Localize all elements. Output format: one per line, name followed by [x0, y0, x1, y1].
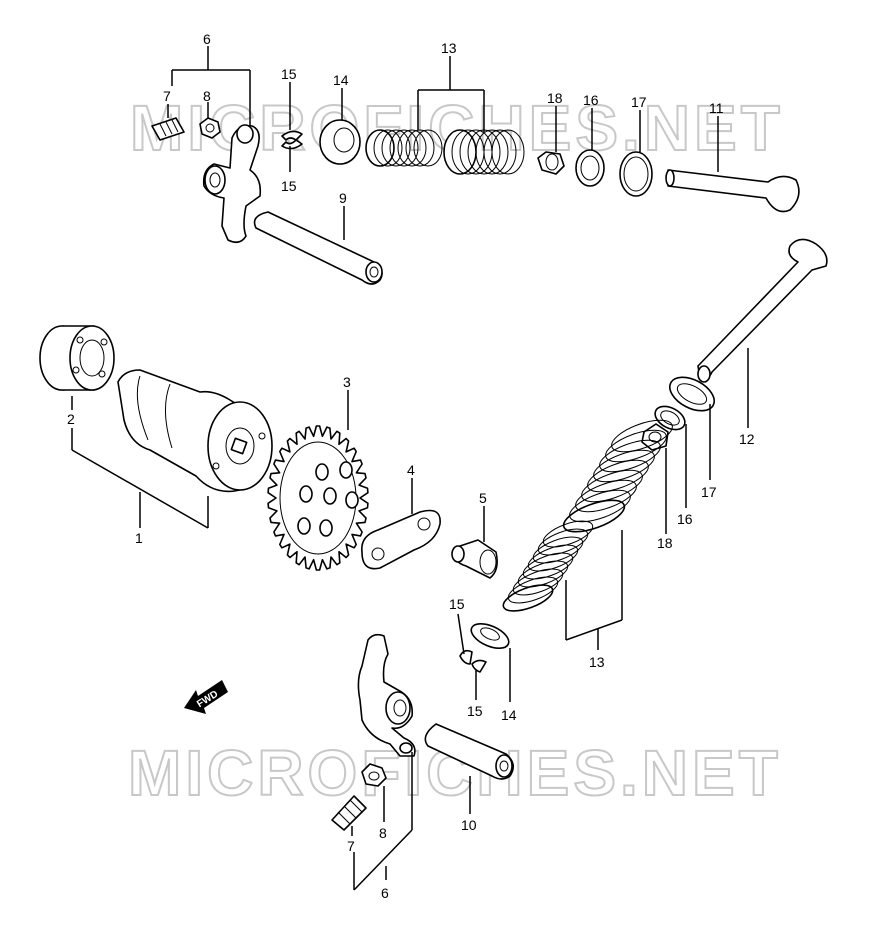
- spring-washer-top: [619, 151, 653, 197]
- callout-10: 10: [461, 817, 477, 833]
- intake-valve: [697, 238, 828, 383]
- spring-retainer-top: [319, 119, 361, 165]
- callout-3: 3: [343, 374, 351, 390]
- camshaft: [117, 369, 273, 493]
- callout-4: 4: [407, 462, 415, 478]
- callout-7-top: 7: [163, 88, 171, 104]
- callout-1: 1: [135, 530, 143, 546]
- callout-labels: 6 7 8 15 15 14 13 18 16 17 11 9 2 1 3 4 …: [67, 31, 755, 901]
- valve-springs-bottom: [502, 419, 673, 612]
- callout-18-bottom: 18: [657, 535, 673, 551]
- rocker-shaft-bottom: [424, 723, 514, 780]
- adjusting-screw-top: [151, 117, 185, 141]
- spring-seat-bottom: [654, 405, 686, 431]
- stem-seal-top: [537, 151, 565, 175]
- leader-lines: [71, 46, 749, 891]
- lock-nut-bottom: [361, 763, 387, 787]
- exhaust-valve: [665, 169, 800, 213]
- callout-15-top-a: 15: [281, 66, 297, 82]
- callout-17-bottom: 17: [701, 484, 717, 500]
- callout-6-top: 6: [203, 31, 211, 47]
- callout-15-top-b: 15: [281, 178, 297, 194]
- callout-12: 12: [739, 431, 755, 447]
- callout-11: 11: [709, 100, 724, 116]
- callout-8-bottom: 8: [379, 825, 387, 841]
- callout-7-bottom: 7: [347, 838, 355, 854]
- spring-retainer-bottom: [470, 622, 510, 650]
- callout-9: 9: [339, 190, 347, 206]
- lock-nut-top: [199, 117, 221, 139]
- rocker-arm-top: [202, 124, 262, 244]
- stem-seal-bottom: [641, 423, 669, 451]
- callout-15-bottom-a: 15: [449, 596, 465, 612]
- callout-6-bottom: 6: [381, 885, 389, 901]
- adjusting-screw-bottom: [331, 795, 367, 831]
- callout-17-top: 17: [631, 94, 647, 110]
- callout-14-bottom: 14: [501, 707, 517, 723]
- valve-springs-top: [365, 129, 525, 175]
- rocker-pin: [451, 539, 498, 579]
- callout-13-bottom: 13: [589, 654, 605, 670]
- spring-seat-top: [575, 149, 605, 187]
- callout-8-top: 8: [203, 88, 211, 104]
- spring-washer-bottom: [669, 376, 715, 412]
- callout-16-bottom: 16: [677, 511, 693, 527]
- callout-14-top: 14: [333, 72, 349, 88]
- callout-5: 5: [479, 490, 487, 506]
- callout-18-top: 18: [547, 90, 563, 106]
- callout-15-bottom-b: 15: [467, 703, 483, 719]
- rocker-shaft-top: [253, 211, 383, 285]
- callout-16-top: 16: [583, 92, 599, 108]
- forward-direction-arrow: FWD: [184, 680, 228, 714]
- valve-cotter-bottom: [459, 649, 487, 673]
- camshaft-retainer-plate: [361, 509, 441, 570]
- cam-sprocket: [267, 425, 369, 571]
- callout-13-top: 13: [441, 40, 457, 56]
- camshaft-bearing: [39, 325, 115, 391]
- rocker-arm-bottom: [357, 633, 416, 757]
- valve-cotter-top: [281, 130, 303, 150]
- callout-2: 2: [67, 411, 75, 427]
